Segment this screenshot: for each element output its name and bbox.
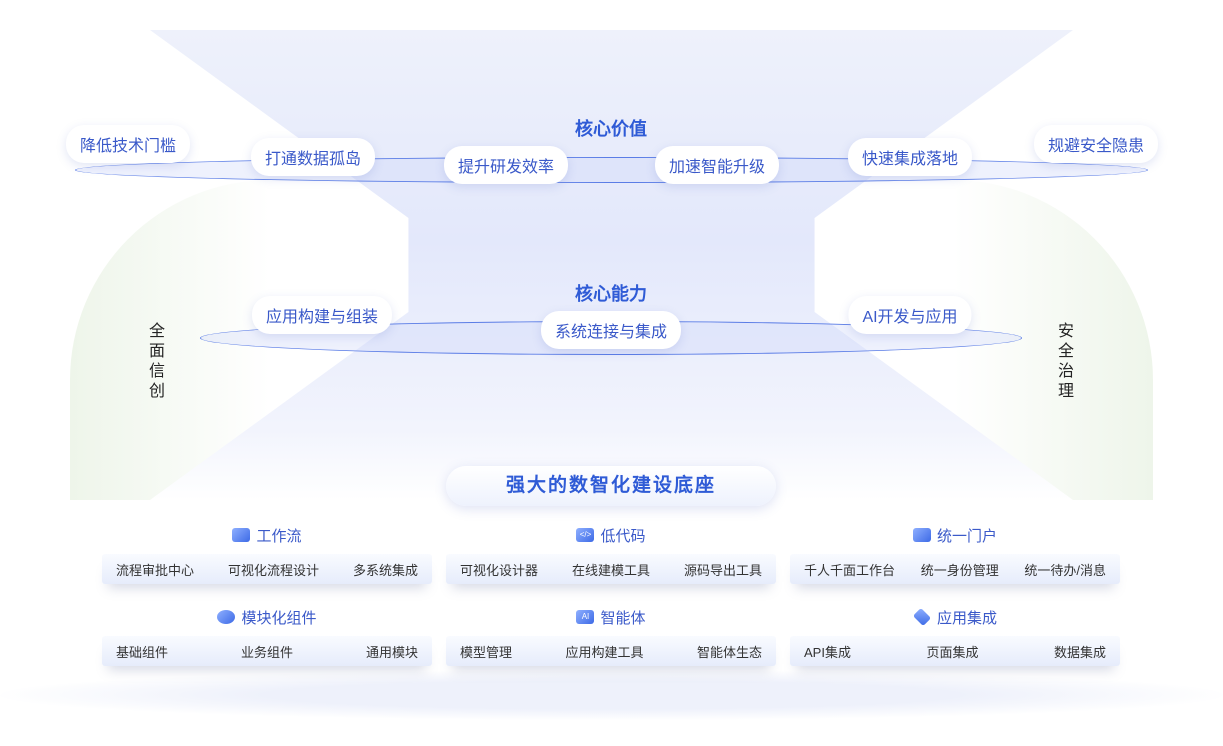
group-portal: 统一门户 千人千面工作台 统一身份管理 统一待办/消息 bbox=[790, 524, 1120, 584]
value-pill: 规避安全隐患 bbox=[1033, 125, 1159, 163]
modules-icon bbox=[217, 610, 236, 624]
group-modules: 模块化组件 基础组件 业务组件 通用模块 bbox=[102, 606, 432, 666]
value-pill: 快速集成落地 bbox=[847, 138, 973, 176]
value-pill: 打通数据孤岛 bbox=[250, 138, 376, 176]
value-pill: 降低技术门槛 bbox=[65, 125, 191, 163]
floor-glow bbox=[0, 670, 1223, 720]
ai-icon: AI bbox=[576, 610, 595, 624]
group-item: 统一身份管理 bbox=[920, 562, 999, 578]
group-agent: AI 智能体 模型管理 应用构建工具 智能体生态 bbox=[446, 606, 776, 666]
side-label-left: 全面信创 bbox=[148, 323, 165, 400]
group-item: 数据集成 bbox=[1053, 644, 1106, 660]
group-item: 可视化流程设计 bbox=[227, 562, 319, 578]
side-label-right: 安全治理 bbox=[1057, 323, 1074, 400]
group-workflow: 工作流 流程审批中心 可视化流程设计 多系统集成 bbox=[102, 524, 432, 584]
group-item: 可视化设计器 bbox=[460, 562, 539, 578]
group-title: 统一门户 bbox=[936, 527, 997, 545]
ability-pill: AI开发与应用 bbox=[848, 296, 972, 334]
code-icon: </> bbox=[576, 528, 595, 542]
group-item: 基础组件 bbox=[116, 644, 169, 660]
core-value-title: 核心价值 bbox=[575, 119, 647, 139]
funnel-background bbox=[150, 30, 1073, 500]
group-title: 智能体 bbox=[600, 609, 646, 627]
group-integration: 应用集成 API集成 页面集成 数据集成 bbox=[790, 606, 1120, 666]
group-item: 通用模块 bbox=[365, 644, 418, 660]
base-title: 强大的数智化建设底座 bbox=[446, 466, 776, 506]
group-item: 页面集成 bbox=[926, 644, 979, 660]
group-item: 模型管理 bbox=[460, 644, 513, 660]
ability-pill: 系统连接与集成 bbox=[540, 311, 682, 349]
group-item: 在线建模工具 bbox=[571, 562, 650, 578]
group-title: 低代码 bbox=[600, 527, 646, 545]
group-lowcode: </> 低代码 可视化设计器 在线建模工具 源码导出工具 bbox=[446, 524, 776, 584]
group-item: 应用构建工具 bbox=[565, 644, 644, 660]
group-item: 千人千面工作台 bbox=[804, 562, 896, 578]
group-item: 流程审批中心 bbox=[116, 562, 195, 578]
group-item: 智能体生态 bbox=[696, 644, 762, 660]
portal-icon bbox=[912, 528, 931, 542]
workflow-icon bbox=[232, 528, 251, 542]
group-title: 应用集成 bbox=[936, 609, 997, 627]
value-pill: 加速智能升级 bbox=[654, 146, 780, 184]
core-value-ring bbox=[75, 157, 1148, 183]
integration-icon bbox=[912, 607, 932, 627]
group-item: 源码导出工具 bbox=[683, 562, 762, 578]
group-item: API集成 bbox=[804, 644, 851, 660]
value-pill: 提升研发效率 bbox=[443, 146, 569, 184]
group-item: 多系统集成 bbox=[352, 562, 418, 578]
core-ability-title: 核心能力 bbox=[575, 284, 647, 304]
group-item: 统一待办/消息 bbox=[1024, 562, 1106, 578]
ability-pill: 应用构建与组装 bbox=[251, 296, 393, 334]
group-item: 业务组件 bbox=[240, 644, 293, 660]
group-title: 工作流 bbox=[256, 527, 302, 545]
group-title: 模块化组件 bbox=[241, 609, 317, 627]
